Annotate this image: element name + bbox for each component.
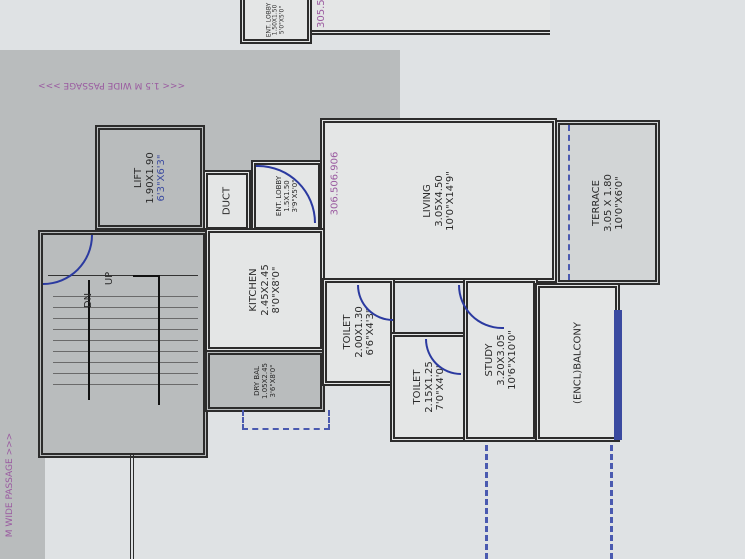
stair-up-arrow <box>158 275 160 405</box>
terrace-size: 3.05 X 1.80 <box>601 173 613 232</box>
study-ft: 10'6"X10'0" <box>506 330 518 390</box>
kitchen-name: KITCHEN <box>247 268 259 312</box>
drybal-size: 1.05X2.45 <box>260 363 269 399</box>
toilet1-size: 2.00X1.30 <box>352 306 364 358</box>
lift-ft: 6'3"X6'3" <box>155 154 167 202</box>
passage-left-area <box>0 235 45 559</box>
toilet1-name: TOILET <box>341 314 353 350</box>
living-name: LIVING <box>421 183 433 218</box>
lower-wall <box>485 445 488 559</box>
living-size: 3.05X4.50 <box>432 174 444 227</box>
study-name: STUDY <box>483 343 495 377</box>
terrace-ft: 10'0"X6'0" <box>613 175 625 230</box>
balcony-name: (ENCL)BALCONY <box>571 321 583 404</box>
study-size: 3.20X3.05 <box>494 334 506 386</box>
stair-divider <box>48 275 198 276</box>
upper-phone: 305.50 <box>316 0 327 28</box>
staircase: DN UP <box>38 230 208 458</box>
balcony-window <box>614 310 622 440</box>
lift-size: 1.90X1.90 <box>144 151 156 204</box>
living-ft: 10'0"X14'9" <box>444 170 456 231</box>
drybal-name: DRY BAL <box>252 366 261 396</box>
stair-down-arrow <box>88 280 90 400</box>
kitchen-size: 2.45X2.45 <box>259 264 271 316</box>
stair-door[interactable] <box>43 235 93 285</box>
drybal-ft: 3'6"X8'0" <box>269 364 278 398</box>
lower-wall-2 <box>610 445 613 559</box>
study-door[interactable] <box>458 285 504 329</box>
lift-name: LIFT <box>132 167 144 188</box>
stair-down-label: DN <box>83 292 95 309</box>
toilet2-size: 2.15X1.25 <box>423 361 435 413</box>
terrace-name: TERRACE <box>590 179 602 226</box>
dry-balcony-outline <box>242 410 330 430</box>
enclosed-balcony: (ENCL)BALCONY <box>535 283 620 442</box>
entrance-door[interactable] <box>256 165 316 223</box>
duct-label: DUCT <box>221 186 233 216</box>
kitchen-ft: 8'0"X8'0" <box>270 266 282 314</box>
lower-stair-wall <box>130 455 134 559</box>
duct: DUCT <box>203 170 251 232</box>
stair-up-label: UP <box>104 271 116 286</box>
upper-lobby-ft: 5'0"X5'0" <box>278 6 286 35</box>
passage-left-label: M WIDE PASSAGE >>> <box>5 432 16 538</box>
toilet2-name: TOILET <box>411 369 423 405</box>
upper-unit-room: 305.50 <box>312 0 550 35</box>
passage-top-label: <<< 1.5 M WIDE PASSAGE >>> <box>38 80 186 90</box>
phone-number: 306.506.906 <box>329 151 341 216</box>
